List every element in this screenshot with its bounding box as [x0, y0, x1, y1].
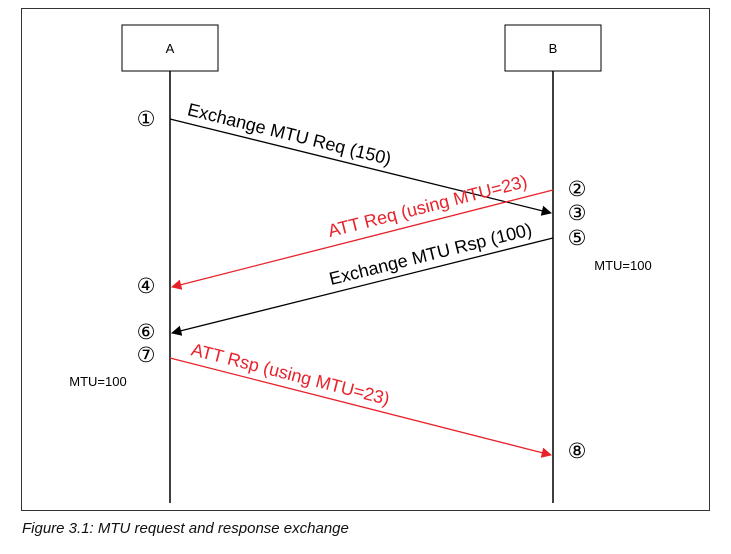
arrow-att-req [170, 189, 554, 290]
step-5-marker: ⑤ [568, 226, 587, 250]
step-3-marker: ③ [568, 201, 587, 225]
step-1-marker: ① [137, 107, 156, 131]
arrow-exchange-mtu-req [169, 118, 553, 216]
label-att-rsp: ATT Rsp (using MTU=23) [189, 339, 392, 409]
step-4-marker: ④ [137, 274, 156, 298]
participant-b-label: B [549, 41, 558, 56]
participant-a: A [121, 24, 219, 72]
figure-frame [21, 8, 710, 511]
message-exchange-mtu-rsp: Exchange MTU Rsp (100) [170, 219, 554, 336]
arrow-exchange-mtu-rsp [170, 237, 554, 336]
note-b-mtu: MTU=100 [594, 258, 651, 273]
arrow-att-rsp [169, 357, 553, 458]
step-7-marker: ⑦ [137, 343, 156, 367]
step-2-marker: ② [568, 177, 587, 201]
participant-a-label: A [166, 41, 175, 56]
participant-b: B [504, 24, 602, 72]
step-6-marker: ⑥ [137, 320, 156, 344]
note-a-mtu: MTU=100 [69, 374, 126, 389]
message-att-rsp: ATT Rsp (using MTU=23) [169, 339, 553, 458]
label-exchange-mtu-req: Exchange MTU Req (150) [186, 99, 394, 169]
step-8-marker: ⑧ [568, 439, 587, 463]
figure-caption: Figure 3.1: MTU request and response exc… [22, 520, 349, 537]
